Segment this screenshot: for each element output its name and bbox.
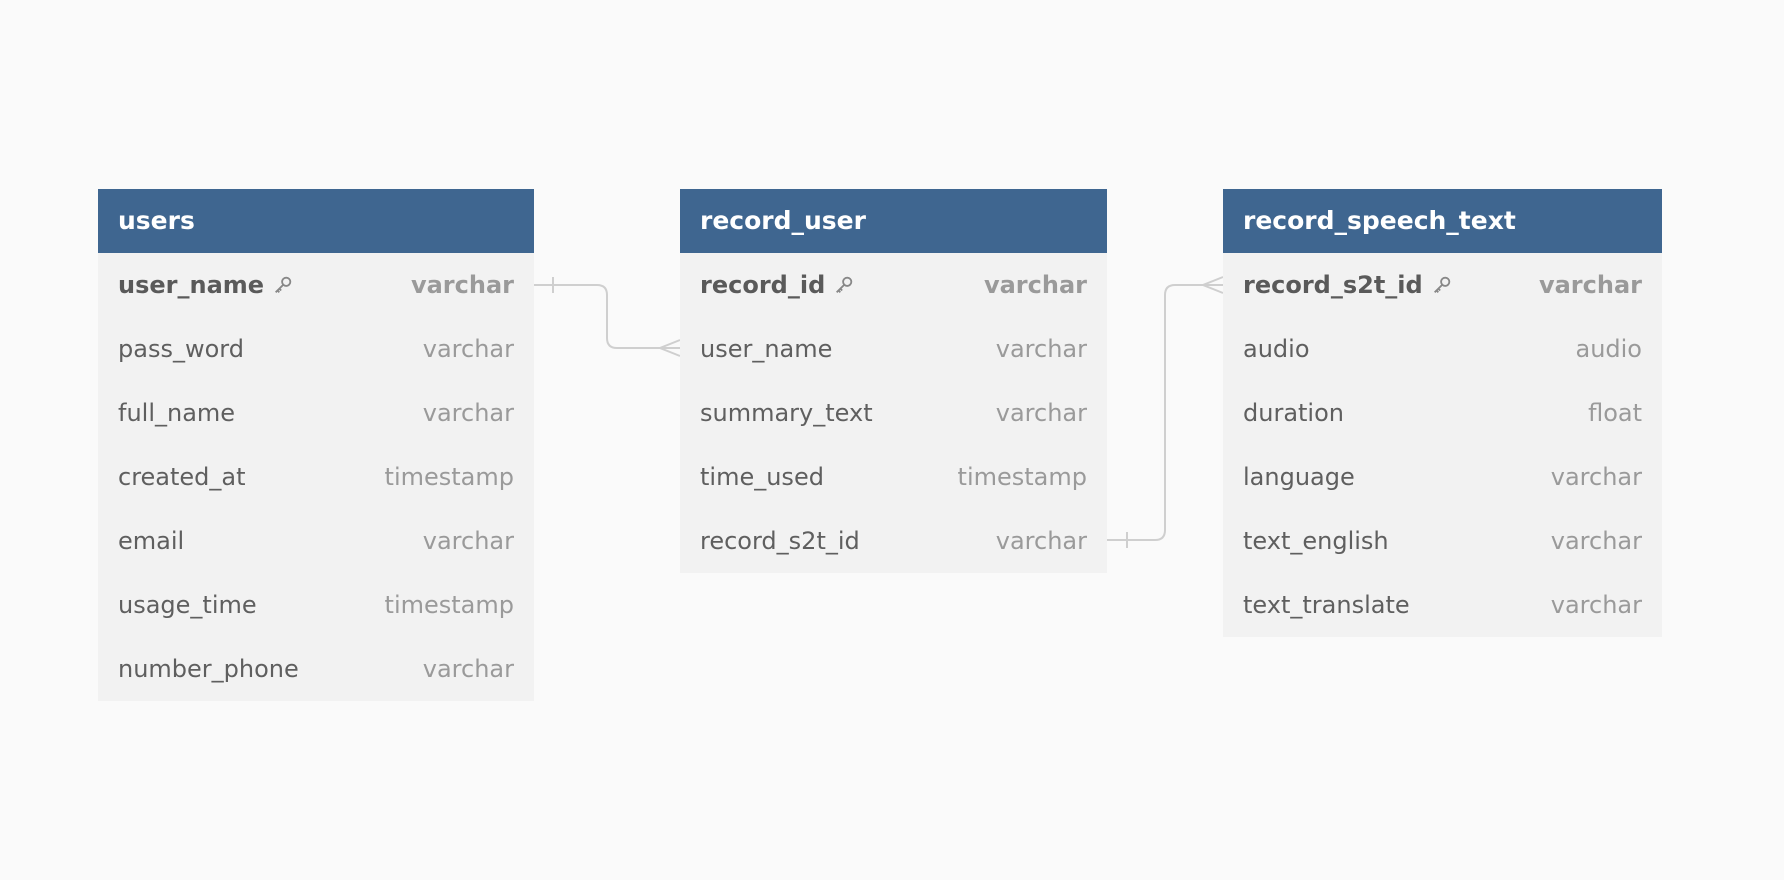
table-row[interactable]: created_at timestamp [98,445,534,509]
table-row[interactable]: record_id varchar [680,253,1107,317]
table-record-speech-text[interactable]: record_speech_text record_s2t_id varchar… [1223,189,1662,637]
field-type: timestamp [384,591,514,619]
field-type: varchar [1550,591,1642,619]
table-row[interactable]: usage_time timestamp [98,573,534,637]
table-row[interactable]: audio audio [1223,317,1662,381]
field-type: varchar [983,271,1087,299]
table-row[interactable]: duration float [1223,381,1662,445]
table-header[interactable]: record_speech_text [1223,189,1662,253]
field-name: number_phone [118,655,299,683]
relation-record-user-record-speech-text [1107,276,1224,548]
table-header[interactable]: users [98,189,534,253]
key-icon [836,276,853,293]
field-type: varchar [995,399,1087,427]
field-type: varchar [995,527,1087,555]
field-type: varchar [1538,271,1642,299]
table-row[interactable]: number_phone varchar [98,637,534,701]
field-type: varchar [422,655,514,683]
key-icon [275,276,292,293]
field-name: language [1243,463,1355,491]
table-row[interactable]: user_name varchar [680,317,1107,381]
field-type: varchar [422,399,514,427]
field-name: record_s2t_id [700,527,860,555]
field-type: varchar [422,527,514,555]
table-row[interactable]: record_s2t_id varchar [680,509,1107,573]
table-row[interactable]: text_english varchar [1223,509,1662,573]
field-name: text_translate [1243,591,1410,619]
field-name: created_at [118,463,246,491]
field-name: summary_text [700,399,873,427]
field-type: audio [1575,335,1642,363]
key-icon [1433,276,1450,293]
table-row[interactable]: text_translate varchar [1223,573,1662,637]
field-name: audio [1243,335,1310,363]
many-cardinality-mark [657,339,681,357]
field-name: text_english [1243,527,1389,555]
field-name: user_name [118,271,294,299]
relation-users-record-user [534,277,681,357]
field-name: record_id [700,271,855,299]
table-row[interactable]: language varchar [1223,445,1662,509]
table-row[interactable]: time_used timestamp [680,445,1107,509]
table-row[interactable]: pass_word varchar [98,317,534,381]
field-type: timestamp [957,463,1087,491]
table-record-user[interactable]: record_user record_id varchar user_name … [680,189,1107,573]
table-row[interactable]: full_name varchar [98,381,534,445]
table-row[interactable]: email varchar [98,509,534,573]
field-type: varchar [1550,463,1642,491]
field-type: varchar [410,271,514,299]
field-name: user_name [700,335,833,363]
field-type: timestamp [384,463,514,491]
field-type: varchar [422,335,514,363]
table-header[interactable]: record_user [680,189,1107,253]
table-row[interactable]: summary_text varchar [680,381,1107,445]
table-row[interactable]: record_s2t_id varchar [1223,253,1662,317]
field-name: time_used [700,463,824,491]
field-name: record_s2t_id [1243,271,1453,299]
field-name: pass_word [118,335,244,363]
field-type: varchar [995,335,1087,363]
table-users[interactable]: users user_name varchar pass_word varcha… [98,189,534,701]
field-type: varchar [1550,527,1642,555]
field-name: full_name [118,399,236,427]
field-name: usage_time [118,591,257,619]
field-type: float [1588,399,1642,427]
field-name: duration [1243,399,1344,427]
many-cardinality-mark [1200,276,1224,294]
field-name: email [118,527,185,555]
table-row[interactable]: user_name varchar [98,253,534,317]
